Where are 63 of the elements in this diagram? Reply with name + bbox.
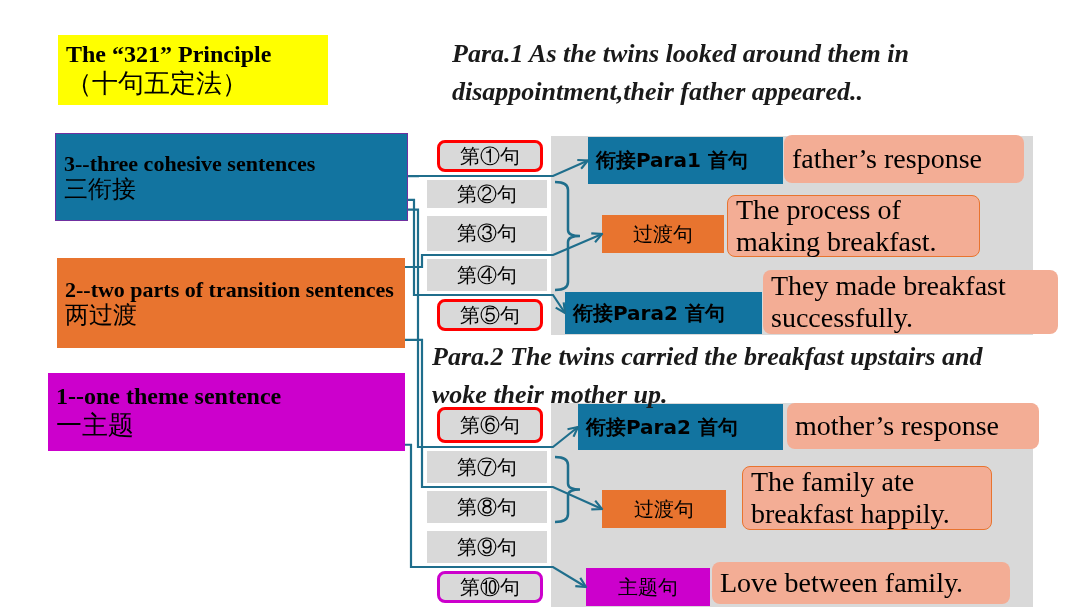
box-text: 第⑤句: [460, 303, 520, 327]
box-text: father’s response: [792, 142, 982, 176]
chinese-subtitle: 一主题: [56, 410, 134, 441]
function-box: [588, 137, 783, 184]
content-box: [763, 270, 1058, 334]
box-text: 第⑩句: [460, 575, 520, 599]
sentence-tag: [437, 571, 543, 603]
sentence-tag: [437, 299, 543, 331]
paragraph-sentence: Para.2 The twins carried the breakfast upstairs and woke their mother up.: [432, 341, 984, 411]
table-cell: [427, 451, 547, 483]
arrow: [405, 338, 604, 511]
category-box: [57, 258, 405, 348]
arrow: [408, 208, 580, 449]
box-text: 第②句: [457, 182, 517, 206]
chinese-subtitle: （十句五定法）: [66, 68, 248, 99]
box-text: 2--two parts of transition sentences: [65, 276, 394, 302]
box-text: 第⑨句: [457, 535, 517, 559]
table-cell: [427, 531, 547, 563]
box-text: 1--one theme sentence: [56, 383, 282, 411]
content-box: [742, 466, 992, 530]
box-text: 第⑥句: [460, 413, 520, 437]
category-box: [55, 133, 408, 221]
arrow: [408, 158, 590, 178]
paragraph-sentence: Para.1 As the twins looked around them in disappointment,their father appeared..: [452, 38, 911, 108]
content-box: [784, 135, 1024, 183]
arrow: [408, 198, 567, 315]
principle-heading: [58, 35, 328, 105]
chinese-subtitle: 两过渡: [65, 301, 137, 330]
box-text: 衔接Para2 首句: [586, 415, 738, 439]
sentence-tag: [437, 140, 543, 172]
category-box: [48, 373, 405, 451]
box-text: 过渡句: [633, 222, 693, 246]
box-text: 第①句: [460, 144, 520, 168]
table-cell: [427, 180, 547, 208]
function-box: [586, 568, 710, 606]
box-text: 3--three cohesive sentences: [64, 150, 316, 176]
box-text: 第⑧句: [457, 495, 517, 519]
box-text: 第⑦句: [457, 455, 517, 479]
box-text: mother’s response: [795, 409, 999, 443]
box-text: 衔接Para2 首句: [573, 301, 725, 325]
box-text: The family ate breakfast happily.: [751, 465, 951, 531]
function-box: [602, 215, 724, 253]
arrow: [405, 232, 604, 269]
content-box: [787, 403, 1039, 449]
table-cell: [427, 216, 547, 251]
chinese-subtitle: 三衔接: [64, 175, 136, 204]
box-text: 第④句: [457, 263, 517, 287]
sentence-tag: [437, 407, 543, 443]
box-text: 主题句: [618, 575, 678, 599]
box-text: 衔接Para1 首句: [596, 149, 748, 172]
content-box: [727, 195, 980, 257]
content-box: [712, 562, 1010, 604]
table-cell: [427, 491, 547, 523]
table-cell: [427, 259, 547, 291]
box-text: 过渡句: [634, 497, 694, 521]
arrow: [405, 443, 588, 589]
box-text: The “321” Principle: [66, 41, 272, 69]
box-text: They made breakfast successfully.: [771, 269, 1007, 335]
function-box: [602, 490, 726, 528]
box-text: Love between family.: [720, 566, 964, 600]
box-text: The process of making breakfast.: [736, 193, 938, 259]
box-text: 第③句: [457, 222, 517, 245]
function-box: [565, 292, 762, 334]
